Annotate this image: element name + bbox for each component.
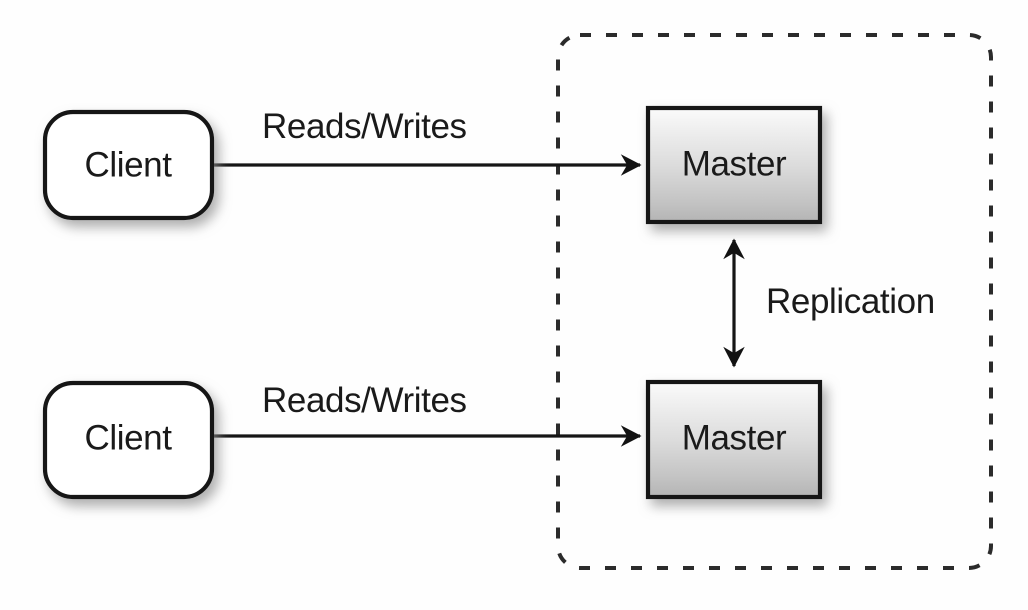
client-bottom-label: Client bbox=[84, 418, 172, 457]
client-top-shape[interactable] bbox=[42, 109, 215, 221]
master-bottom-shape[interactable] bbox=[645, 379, 823, 500]
edge-label-reads-writes-top: Reads/Writes bbox=[262, 107, 467, 146]
node-client-top[interactable] bbox=[42, 109, 215, 221]
edge-reads-writes-bottom: Reads/Writes bbox=[212, 381, 642, 447]
node-master-top[interactable] bbox=[645, 105, 823, 225]
edge-replication: Replication bbox=[723, 238, 935, 368]
master-top-shape[interactable] bbox=[645, 105, 823, 225]
client-bottom-shape[interactable] bbox=[42, 380, 215, 500]
edge-reads-writes-top: Reads/Writes bbox=[212, 107, 642, 176]
client-top-label: Client bbox=[84, 145, 172, 184]
edge-label-replication: Replication bbox=[766, 282, 935, 321]
node-master-bottom[interactable] bbox=[645, 379, 823, 500]
replication-cluster-boundary bbox=[556, 33, 993, 570]
node-client-bottom[interactable] bbox=[42, 380, 215, 500]
master-top-label: Master bbox=[682, 144, 787, 183]
master-bottom-label: Master bbox=[682, 418, 787, 457]
edge-label-reads-writes-bottom: Reads/Writes bbox=[262, 381, 467, 420]
